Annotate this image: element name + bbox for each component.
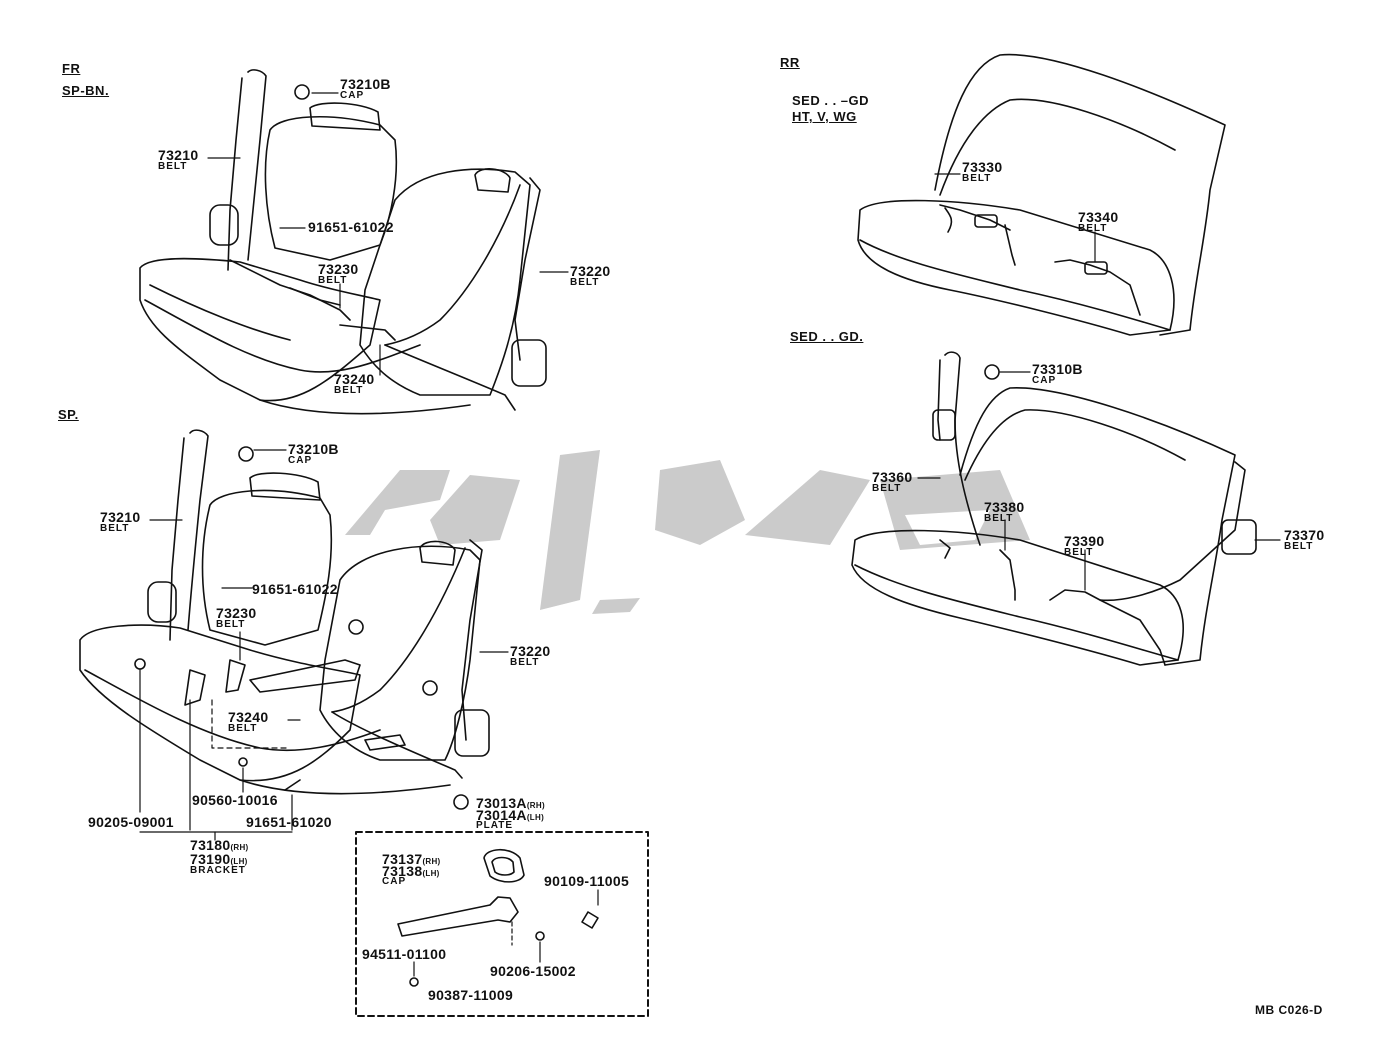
part-name: CAP (1032, 375, 1057, 386)
section-sed-gd2-label: SED . . GD. (790, 329, 864, 344)
part-number: 73138 (382, 863, 423, 879)
part-number: 73210 (100, 509, 141, 525)
plate-symbols (348, 619, 469, 810)
part-number: 90560-10016 (192, 792, 278, 808)
rr-sed-gd-seat-illustration (857, 53, 1226, 336)
part-number: 73210B (288, 441, 339, 457)
part-number: 73220 (510, 643, 551, 659)
part-number: 73190 (190, 851, 231, 867)
watermark-logo (345, 450, 1030, 614)
part-number: 73360 (872, 469, 913, 485)
side-marker: (RH) (526, 801, 545, 810)
part-name: BELT (570, 277, 600, 288)
part-name: BELT (872, 483, 902, 494)
part-name: BELT (334, 385, 364, 396)
part-name: BRACKET (190, 865, 246, 876)
plate-inset-box (355, 831, 649, 1017)
part-name: PLATE (476, 820, 514, 831)
section-sed-gd-line2: HT, V, WG (792, 109, 857, 124)
part-number: 73210B (340, 76, 391, 92)
part-number: 91651-61022 (252, 581, 338, 597)
sp-seat-illustration (79, 429, 490, 795)
section-rr-label: RR (780, 55, 800, 70)
part-number: 91651-61020 (246, 814, 332, 830)
section-sp-label: SP. (58, 407, 79, 422)
part-number: 73330 (962, 159, 1003, 175)
part-number: 73240 (334, 371, 375, 387)
side-marker: (LH) (526, 813, 545, 822)
part-number: 73370 (1284, 527, 1325, 543)
section-sed-gd-line1: SED . . –GD (792, 93, 870, 108)
part-number: 73014A (476, 807, 527, 823)
part-name: BELT (1078, 223, 1108, 234)
side-marker: (LH) (230, 857, 248, 866)
part-number: 90205-09001 (88, 814, 174, 830)
part-name: BELT (510, 657, 540, 668)
part-number: 73310B (1032, 361, 1083, 377)
part-number: 91651-61022 (308, 219, 394, 235)
parts-icons (134, 84, 1000, 987)
part-number: 73240 (228, 709, 269, 725)
part-number: 73230 (318, 261, 359, 277)
side-marker: (RH) (422, 857, 441, 866)
part-number: 73390 (1064, 533, 1105, 549)
part-number: 73380 (984, 499, 1025, 515)
dashed-guide (211, 699, 291, 749)
rr-sed-gd2-seat-illustration (851, 351, 1257, 666)
part-number: 73230 (216, 605, 257, 621)
part-number: 90109-11005 (544, 873, 630, 889)
leader-lines (139, 92, 1281, 977)
part-number: 90206-15002 (490, 963, 576, 979)
part-name: BELT (228, 723, 258, 734)
part-name: BELT (1064, 547, 1094, 558)
fr-spbn-seat-illustration (139, 69, 547, 415)
part-number: 73210 (158, 147, 199, 163)
part-name: BELT (216, 619, 246, 630)
part-name: BELT (158, 161, 188, 172)
part-name: BELT (318, 275, 348, 286)
part-name: BELT (962, 173, 992, 184)
part-number: 73180 (190, 837, 231, 853)
part-number: 73137 (382, 851, 423, 867)
part-number: 73220 (570, 263, 611, 279)
section-fr-label: FR (62, 61, 81, 76)
part-name: CAP (340, 90, 365, 101)
part-number: 90387-11009 (428, 987, 514, 1003)
part-name: BELT (100, 523, 130, 534)
side-marker: (LH) (422, 869, 440, 878)
part-number: 73340 (1078, 209, 1119, 225)
part-number: 73013A (476, 795, 527, 811)
section-sp-bn-label: SP-BN. (62, 83, 110, 98)
diagram-code: MB C026-D (1255, 1003, 1323, 1017)
part-name: BELT (984, 513, 1014, 524)
part-number: 94511-01100 (362, 946, 447, 962)
part-name: BELT (1284, 541, 1314, 552)
side-marker: (RH) (230, 843, 249, 852)
part-name: CAP (288, 455, 313, 466)
part-name: CAP (382, 876, 407, 887)
